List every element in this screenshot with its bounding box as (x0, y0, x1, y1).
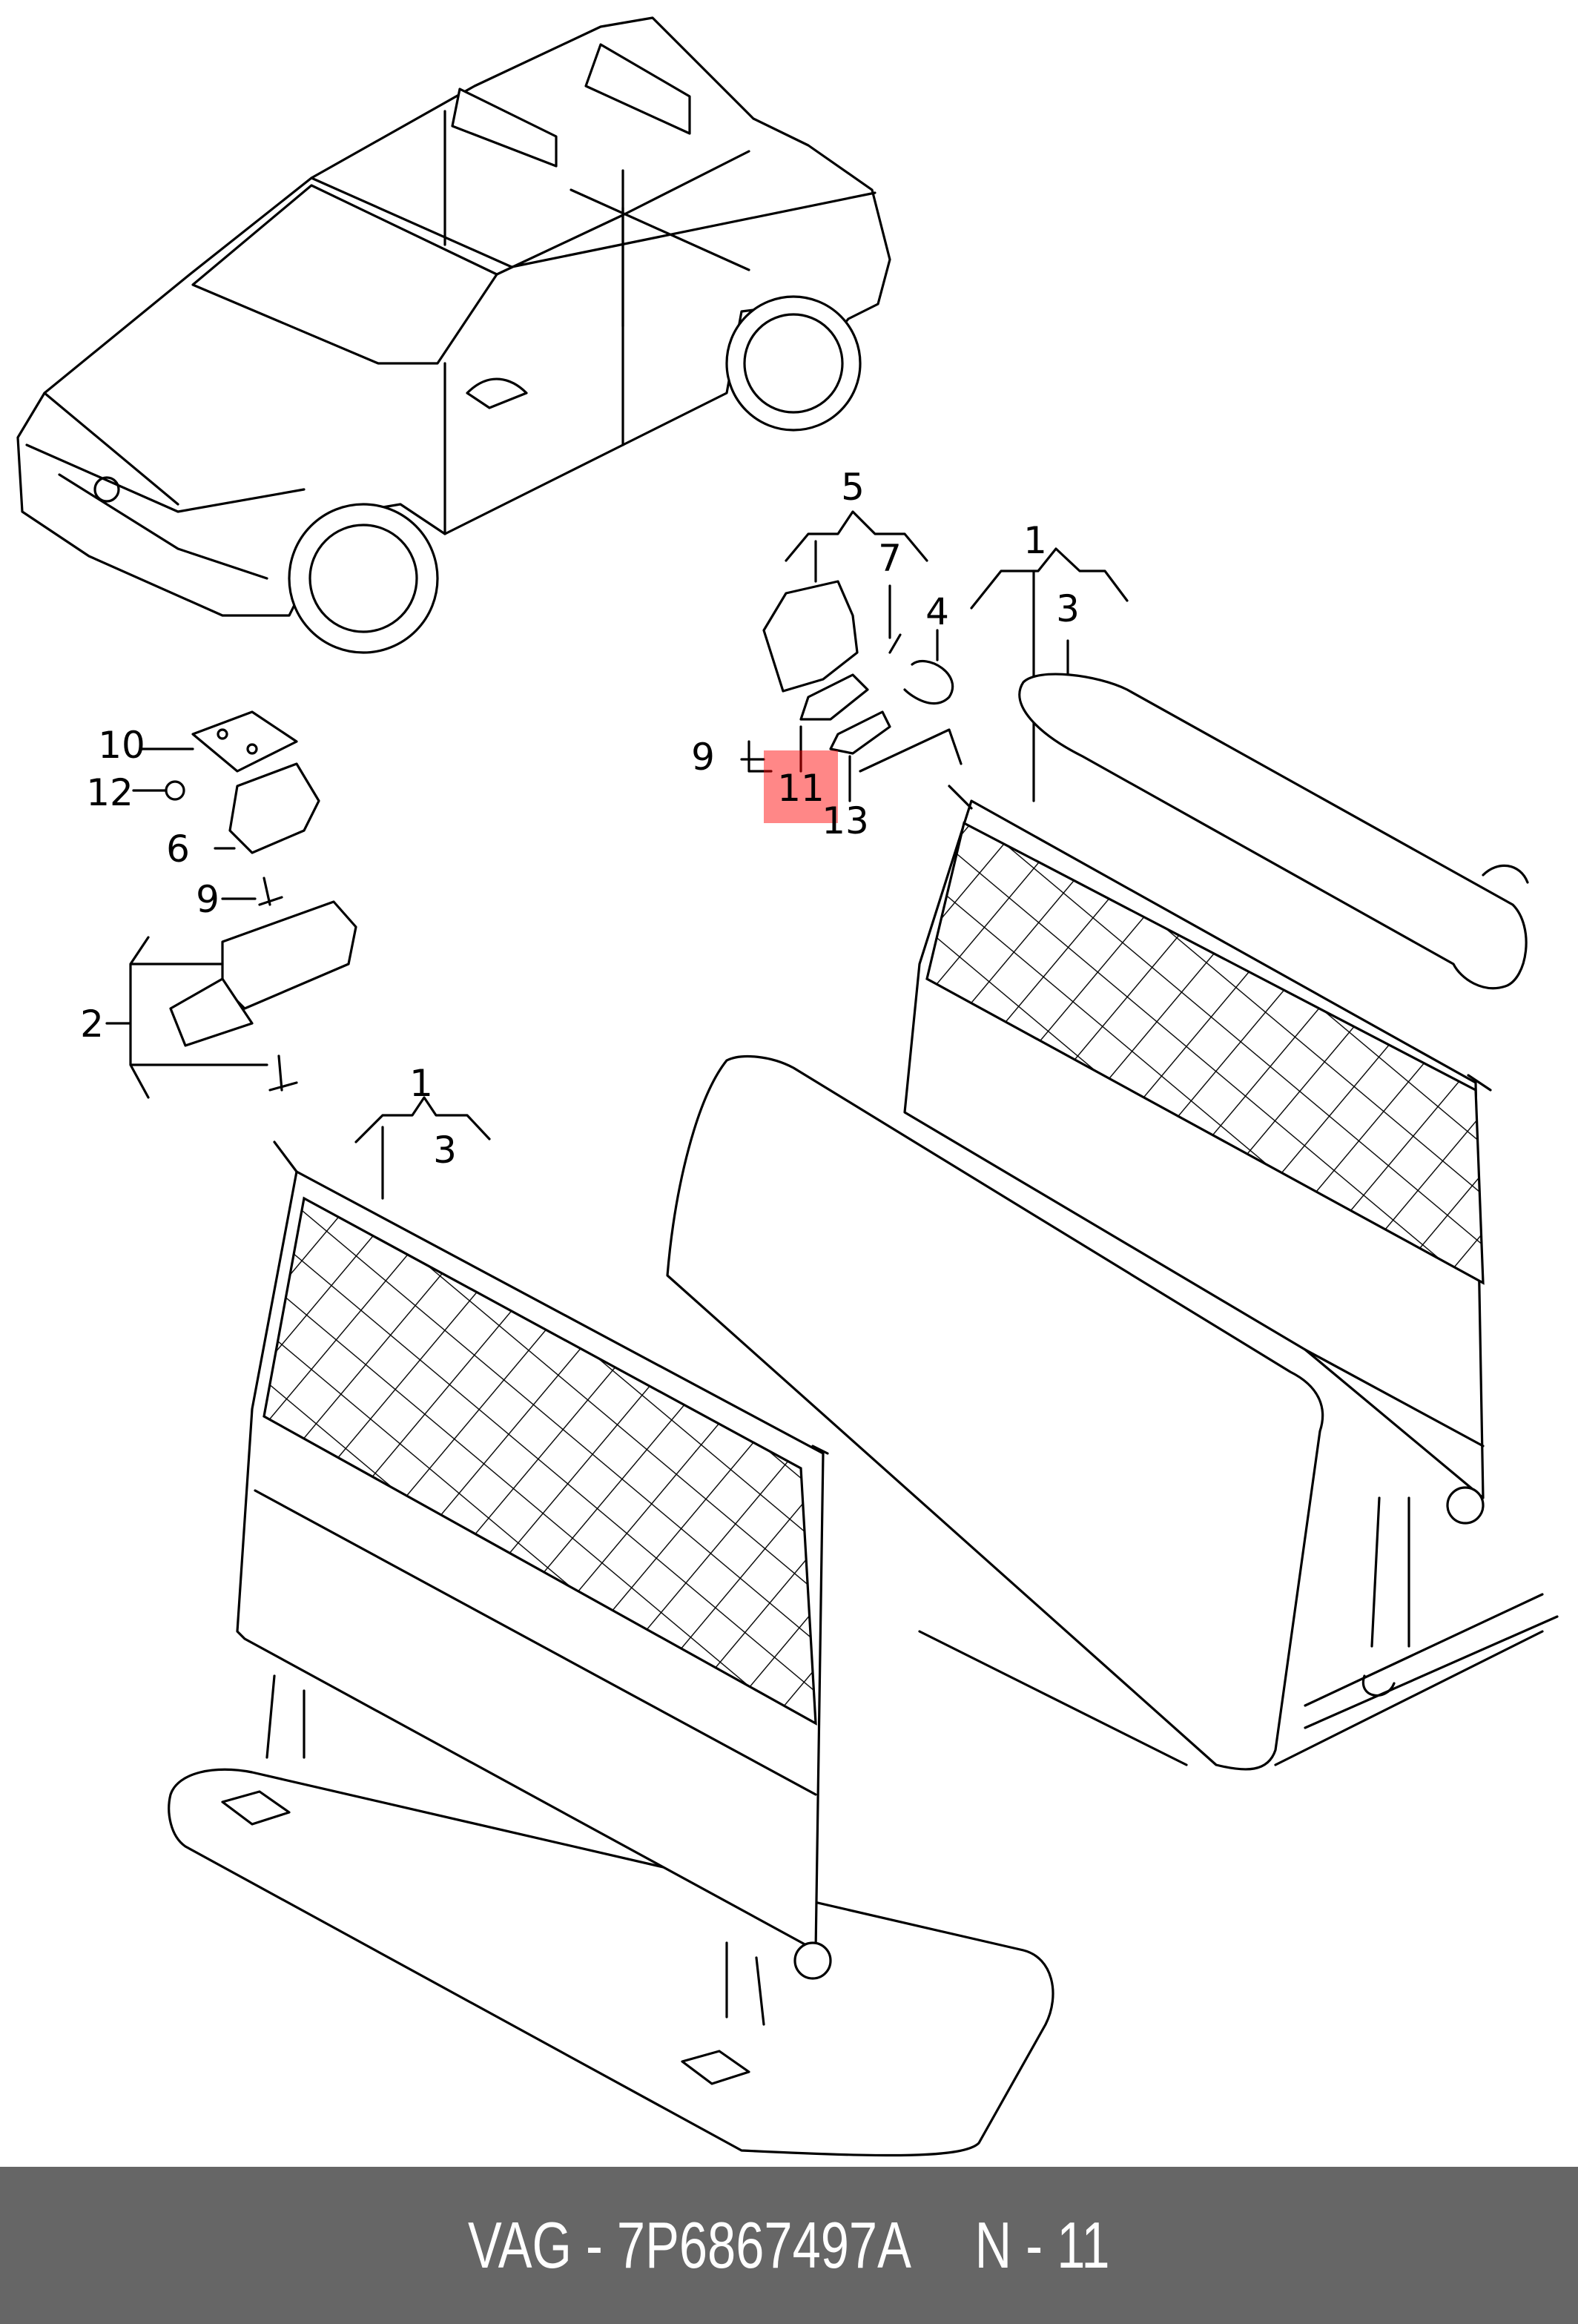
callout-9: 9 (691, 736, 715, 779)
lamp-assembly (740, 510, 1129, 802)
part-number-footer: VAG - 7P6867497A N - 11 (0, 2167, 1578, 2324)
callout-4: 4 (925, 590, 949, 633)
callout-5: 5 (841, 466, 865, 509)
partition-net-left (236, 1096, 832, 2026)
callout-3: 3 (1056, 587, 1080, 630)
luggage-cover-roll (1018, 673, 1529, 990)
vehicle-illustration (16, 16, 891, 654)
partition-net-right (903, 785, 1492, 1697)
callout-1-left: 1 (409, 1062, 433, 1105)
callout-6: 6 (166, 828, 190, 871)
sensor-bracket-assembly (105, 710, 357, 1099)
callout-7: 7 (878, 537, 902, 580)
callout-3-left: 3 (433, 1129, 457, 1172)
callout-labels: 5 7 4 1 3 9 11 13 10 12 6 9 2 1 3 (80, 466, 1080, 1172)
callout-11: 11 (777, 767, 825, 810)
callout-12: 12 (86, 771, 133, 814)
position-label: N - 11 (974, 2208, 1110, 2282)
callout-9-left: 9 (196, 878, 219, 921)
callout-1: 1 (1023, 519, 1047, 562)
rear-seat-backrest (666, 1054, 1559, 1771)
callout-13: 13 (822, 799, 869, 842)
callout-10: 10 (98, 724, 145, 767)
highlight-part-11 (764, 750, 838, 823)
rear-seat-cushion (168, 1768, 1054, 2157)
part-number-label: VAG - 7P6867497A (468, 2208, 912, 2282)
callout-2: 2 (80, 1003, 104, 1046)
parts-diagram: 5 7 4 1 3 9 11 13 10 12 6 9 2 1 3 (16, 16, 1559, 2157)
